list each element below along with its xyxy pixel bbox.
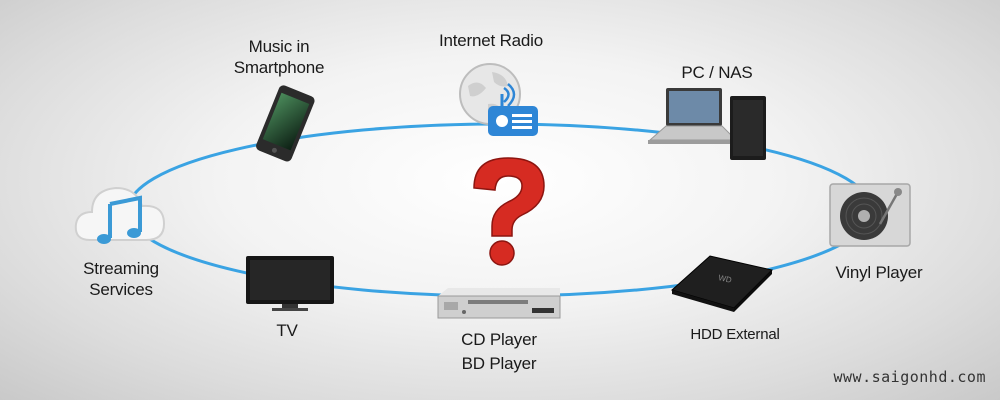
vinyl-player-icon — [829, 183, 911, 247]
tv-icon — [246, 256, 334, 311]
laptop-nas-icon — [648, 88, 766, 160]
smartphone-icon — [256, 85, 315, 162]
question-mark-icon — [473, 157, 545, 266]
watermark: www.saigonhd.com — [833, 368, 986, 386]
internet-radio-icon — [459, 63, 538, 136]
external-hdd-icon: WD — [670, 255, 773, 312]
label-hdd-external: HDD External — [690, 326, 780, 343]
label-tv: TV — [276, 321, 298, 340]
cd-bd-player-icon — [437, 288, 561, 319]
label-pc-nas: PC / NAS — [681, 63, 753, 82]
cloud-music-icon — [74, 186, 166, 244]
label-vinyl-player: Vinyl Player — [835, 263, 923, 282]
label-cd-bd-player: CD Player BD Player — [461, 330, 537, 373]
label-streaming-services: Streaming Services — [83, 259, 159, 299]
label-music-smartphone: Music in Smartphone — [233, 37, 325, 77]
svg-text:WD: WD — [718, 273, 733, 285]
label-internet-radio: Internet Radio — [439, 31, 543, 50]
